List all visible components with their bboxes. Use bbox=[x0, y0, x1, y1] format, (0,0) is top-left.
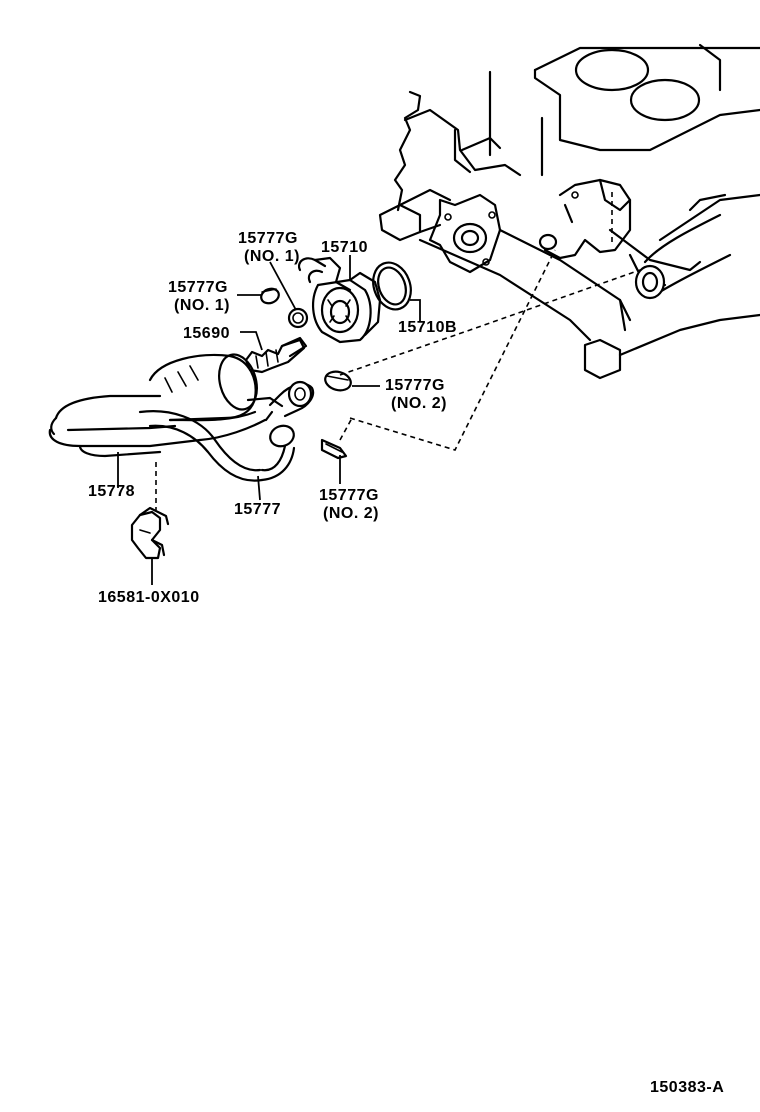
label-15777: 15777 bbox=[234, 501, 281, 518]
engine-block bbox=[378, 43, 760, 380]
clamp-15777g-no2-a bbox=[324, 370, 352, 392]
oil-cooler-15710 bbox=[297, 256, 382, 344]
label-15710b: 15710B bbox=[398, 319, 457, 336]
label-15777g-no1-left-sub: (NO. 1) bbox=[174, 297, 230, 314]
label-15777g-no1-left: 15777G bbox=[168, 279, 228, 296]
label-15710: 15710 bbox=[321, 239, 368, 256]
hose-assembly bbox=[48, 353, 315, 482]
label-15777g-no2-right: 15777G bbox=[385, 377, 445, 394]
dashed-guides bbox=[155, 192, 641, 510]
leader-lines bbox=[117, 255, 421, 585]
label-15777g-no2-bottom: 15777G bbox=[319, 487, 379, 504]
union-15690 bbox=[244, 336, 308, 374]
gasket-15710b bbox=[372, 261, 412, 311]
label-16581-0x010: 16581-0X010 bbox=[98, 589, 200, 606]
figure-code: 150383-A bbox=[650, 1079, 724, 1096]
label-15690: 15690 bbox=[183, 325, 230, 342]
label-15777g-no2-right-sub: (NO. 2) bbox=[391, 395, 447, 412]
bracket-16581 bbox=[130, 506, 170, 560]
label-15777g-no2-bottom-sub: (NO. 2) bbox=[323, 505, 379, 522]
label-15777g-no1-top: 15777G bbox=[238, 230, 298, 247]
clamp-15777g-no2-b bbox=[320, 438, 348, 460]
clamp-15777g-no1-b bbox=[260, 287, 280, 305]
label-15777g-no1-top-sub: (NO. 1) bbox=[244, 248, 300, 265]
clamp-15777g-no1-a bbox=[287, 307, 309, 329]
label-15778: 15778 bbox=[88, 483, 135, 500]
